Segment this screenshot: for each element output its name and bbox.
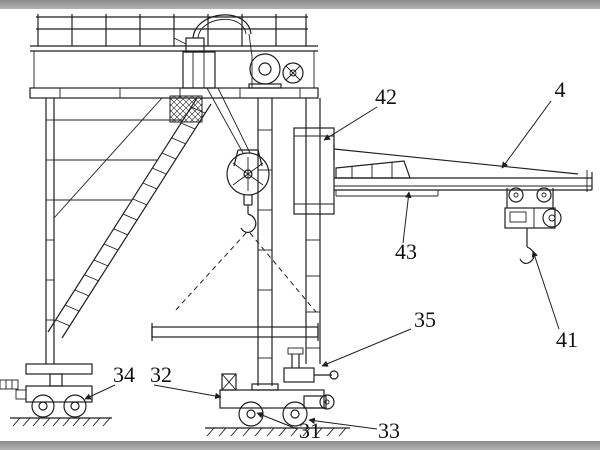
part-label-4: 4 bbox=[555, 77, 566, 102]
trolley-hook bbox=[519, 246, 535, 265]
boom-bracket bbox=[293, 127, 335, 215]
drive-motor bbox=[248, 53, 304, 89]
leader-line-35 bbox=[321, 328, 412, 367]
part-label-34: 34 bbox=[113, 362, 135, 387]
access-ladder bbox=[47, 97, 212, 339]
leader-line-41 bbox=[531, 250, 560, 330]
platform-railing bbox=[30, 14, 318, 52]
part-label-42: 42 bbox=[375, 84, 397, 109]
part-label-32: 32 bbox=[150, 362, 172, 387]
part-label-31: 31 bbox=[299, 418, 321, 443]
pulley-block bbox=[226, 149, 270, 214]
left-bogie bbox=[15, 363, 93, 418]
left-column bbox=[45, 97, 183, 364]
center-rail bbox=[205, 427, 350, 437]
leader-line-42 bbox=[323, 106, 378, 141]
right-leg bbox=[305, 98, 321, 364]
part-label-43: 43 bbox=[395, 239, 417, 264]
leader-line-34 bbox=[84, 384, 116, 400]
crane-hook bbox=[240, 213, 257, 234]
left-rail bbox=[0, 379, 112, 427]
letterbox-bottom bbox=[0, 441, 600, 450]
center-column bbox=[251, 98, 279, 391]
leader-line-43 bbox=[402, 191, 412, 244]
mounting-plate bbox=[169, 95, 203, 123]
part-label-41: 41 bbox=[556, 327, 578, 352]
spreader-bar bbox=[151, 323, 319, 341]
leader-line-4 bbox=[501, 100, 552, 169]
leader-line-31 bbox=[256, 412, 298, 430]
sling-dashed-lines bbox=[173, 232, 317, 313]
part-labels: 42 4 43 41 35 34 32 31 33 bbox=[113, 77, 578, 443]
part-label-33: 33 bbox=[378, 418, 400, 443]
leader-line-33 bbox=[308, 417, 378, 430]
hoist-cables bbox=[206, 87, 251, 154]
leader-lines bbox=[84, 100, 560, 430]
letterbox-top bbox=[0, 0, 600, 9]
hoist-trolley bbox=[504, 187, 562, 247]
outrigger-jack bbox=[283, 347, 339, 383]
leader-line-32 bbox=[153, 384, 222, 400]
part-label-35: 35 bbox=[414, 307, 436, 332]
